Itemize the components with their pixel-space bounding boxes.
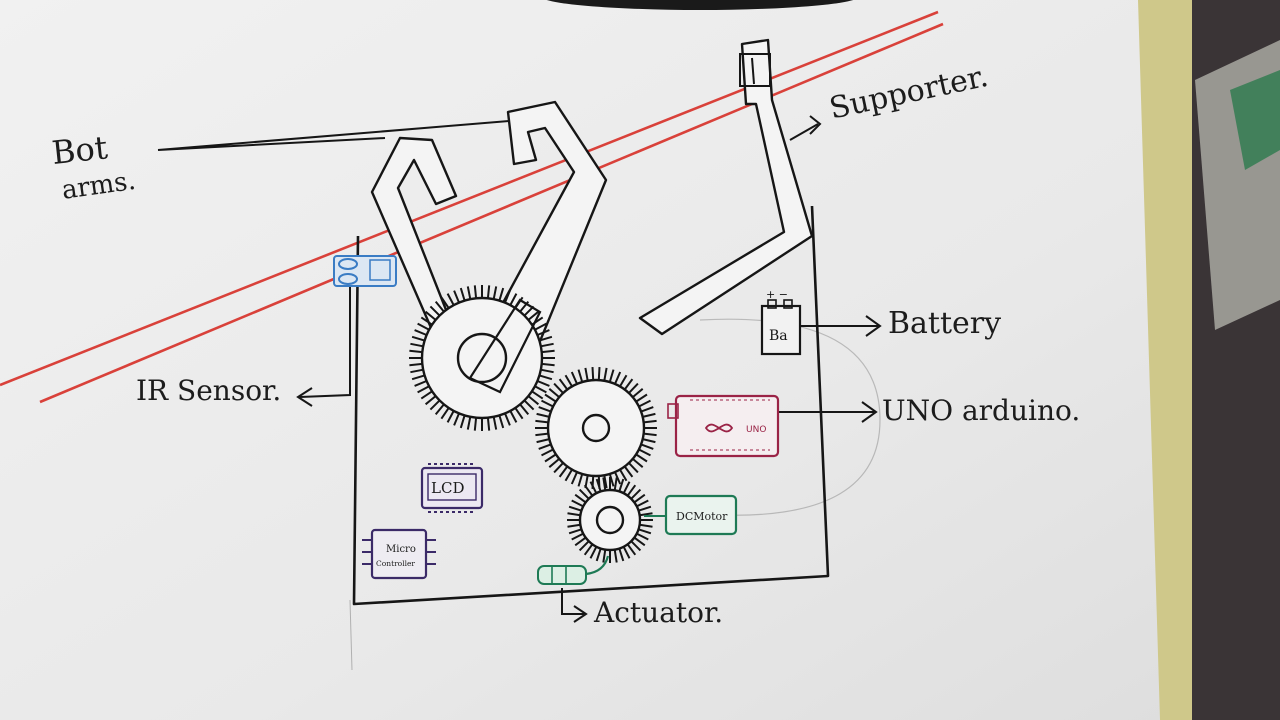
micro-chip-text-line2: Controller bbox=[376, 559, 415, 568]
lcd-chip-text: LCD bbox=[431, 479, 464, 497]
micro-controller-chip: Micro Controller bbox=[362, 530, 436, 578]
ir-sensor-chip bbox=[334, 256, 396, 286]
micro-chip-text-line1: Micro bbox=[386, 544, 416, 555]
small-gear-rim bbox=[580, 490, 640, 550]
middle-gear-rim bbox=[548, 380, 644, 476]
actuator-label: Actuator. bbox=[594, 596, 723, 629]
battery-terminals-text: + − bbox=[766, 288, 788, 301]
uno-chip-text: UNO bbox=[746, 425, 766, 435]
lcd-chip: LCD bbox=[422, 464, 482, 512]
dc-motor-chip-text: DCMotor bbox=[676, 510, 728, 523]
small-gear bbox=[567, 477, 653, 563]
battery-label: Battery bbox=[888, 306, 1001, 341]
ir-sensor-label: IR Sensor. bbox=[136, 374, 281, 407]
battery-chip-text: Ba bbox=[769, 328, 788, 344]
uno-arduino-chip: UNO bbox=[668, 396, 778, 456]
bot-arms-label-line1: Bot bbox=[50, 128, 109, 172]
uno-arduino-label: UNO arduino. bbox=[882, 394, 1080, 427]
